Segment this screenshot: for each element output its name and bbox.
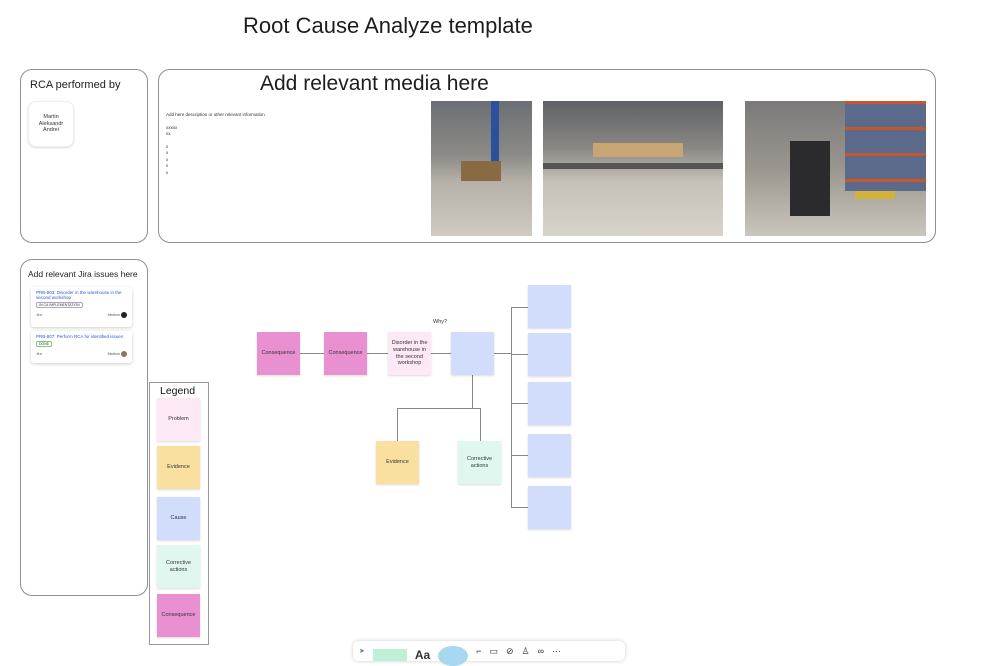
connector [472,375,473,408]
legend-consequence[interactable]: Consequence [157,594,200,637]
corrective-actions-note[interactable]: Corrective actions [458,441,501,484]
rca-heading: RCA performed by [30,79,121,91]
more-icon[interactable]: ··· [552,646,562,656]
stamp-icon[interactable]: ♙ [521,645,530,656]
media-description[interactable]: Add here description or other relevant i… [166,112,265,176]
sticky-note-tool[interactable] [372,649,407,661]
connector [511,307,512,508]
status-badge[interactable]: DONE [36,341,53,347]
media-frame[interactable]: Add relevant media here Add here descrip… [158,69,936,243]
desc-line: x [166,143,169,149]
frame-icon[interactable]: ▭ [489,645,498,656]
consequence-note[interactable]: Consequence [257,332,300,375]
cause-note[interactable] [528,434,571,477]
rca-frame[interactable]: RCA performed by Martin Aleksandr Andrei [20,69,148,243]
avatar [121,312,127,318]
priority: Medium [107,351,121,356]
link-icon[interactable]: ∞ [537,646,545,656]
rca-performer-note[interactable]: Martin Aleksandr Andrei [28,101,74,147]
legend-corrective-actions[interactable]: Corrective actions [157,545,200,588]
page-title: Root Cause Analyze template [243,13,533,38]
priority: Medium [107,312,121,317]
attachment-icon[interactable]: ⊘ [506,645,514,656]
jira-issue-card[interactable]: PRB-803: Disorder in the warehouse in th… [31,287,132,327]
cause-note[interactable] [528,382,571,425]
cause-note[interactable] [528,486,571,529]
cause-note[interactable] [528,333,571,376]
legend-evidence[interactable]: Evidence [157,446,200,489]
connector [431,353,451,354]
warehouse-photo-1[interactable] [431,101,532,236]
warehouse-photo-2[interactable] [543,101,723,236]
legend-heading: Legend [160,385,196,397]
evidence-note[interactable]: Evidence [376,441,419,484]
consequence-note[interactable]: Consequence [324,332,367,375]
cause-note[interactable] [528,285,571,328]
issue-title[interactable]: PRB-803: Disorder in the warehouse in th… [36,290,122,300]
text-tool[interactable]: Aa [414,648,431,662]
desc-line: x [166,156,169,162]
status-badge[interactable]: IN CA IMPLEMENTATION [36,302,83,308]
desc-line: xx [166,131,171,136]
select-tool-icon[interactable]: ➤ [359,648,365,655]
avatar [121,351,127,357]
jira-issue-card[interactable]: PRB-807: Perform RCA for identified issu… [31,331,132,363]
description-text: Add here description or other relevant i… [166,112,265,117]
connector [494,353,511,354]
connector [300,353,324,354]
issue-source: Jira [36,313,42,317]
desc-line: xxxxx [166,124,178,130]
connector-tool-icon[interactable]: ⌐ [476,646,482,656]
jira-heading: Add relevant Jira issues here [28,269,138,279]
media-heading: Add relevant media here [260,72,489,95]
cause-note[interactable] [451,332,494,375]
legend-problem[interactable]: Problem [157,398,200,441]
problem-note[interactable]: Disorder in the warehouse in the second … [388,332,431,375]
desc-line: x [166,163,169,168]
desc-line: x [166,150,169,155]
shape-tool[interactable] [438,646,469,666]
issue-source: Jira [36,352,42,356]
issue-title[interactable]: PRB-807: Perform RCA for identified issu… [36,334,124,339]
desc-line: x [166,169,169,175]
connector [367,353,388,354]
why-label: Why? [433,319,448,325]
bottom-toolbar: ➤ Aa ⌐ ▭ ⊘ ♙ ∞ ··· [353,641,625,666]
warehouse-photo-3[interactable] [745,101,926,236]
legend-cause[interactable]: Cause [157,497,200,540]
